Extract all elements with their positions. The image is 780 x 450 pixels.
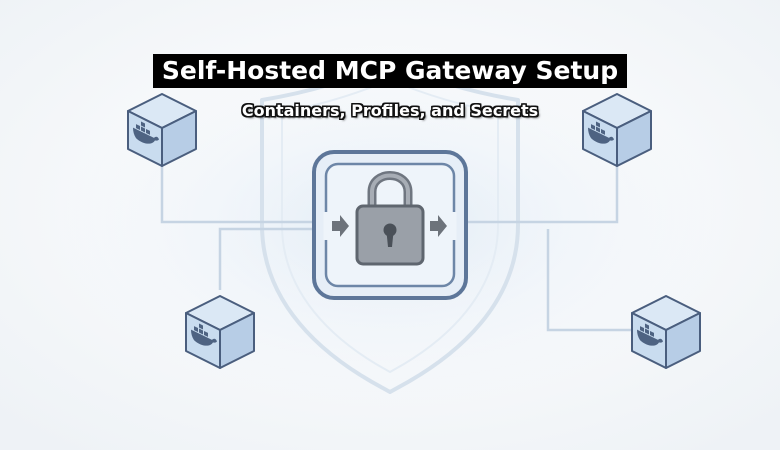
container-cube-bottom-right	[631, 295, 701, 369]
connector-top-left	[160, 160, 316, 224]
page-subtitle: Containers, Profiles, and Secrets	[241, 101, 539, 120]
connector-bottom-right	[546, 292, 633, 332]
connector-top-right	[464, 160, 619, 224]
arrow-right-icon	[430, 215, 447, 237]
subtitle-wrap: Containers, Profiles, and Secrets	[0, 100, 780, 122]
title-wrap: Self-Hosted MCP Gateway Setup	[0, 54, 780, 88]
page-title: Self-Hosted MCP Gateway Setup	[152, 54, 628, 88]
arrow-right-icon	[332, 215, 349, 237]
connector-bottom-left	[218, 227, 316, 290]
padlock-icon	[355, 171, 425, 266]
container-cube-bottom-left	[185, 295, 255, 369]
connector-lines	[160, 160, 633, 332]
